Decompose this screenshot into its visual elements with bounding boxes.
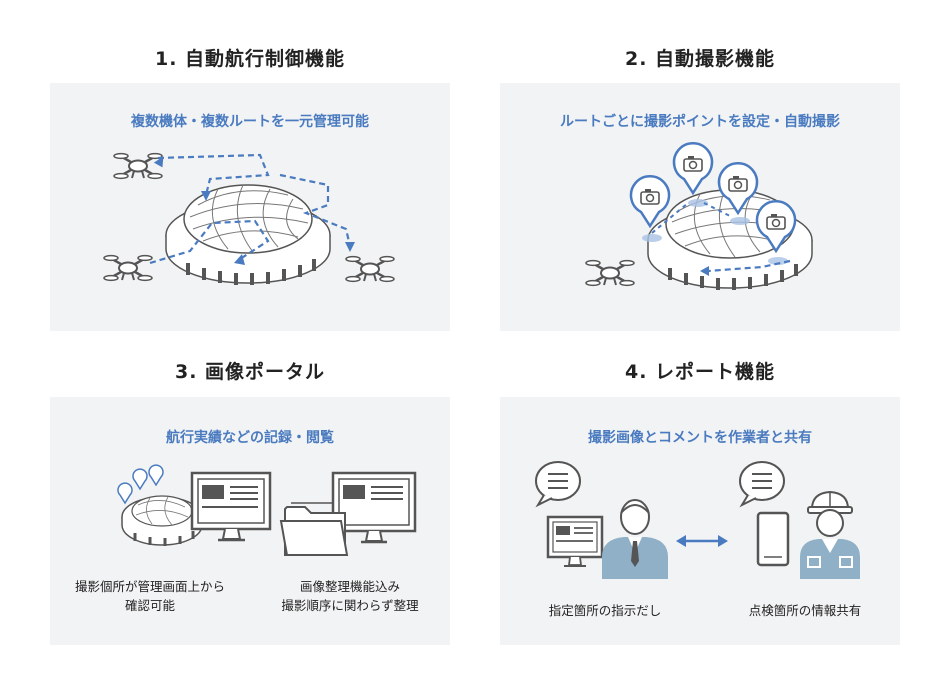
panel-3-subtitle: 航行実績などの記録・閲覧 [166, 430, 334, 446]
manager-person-icon [602, 499, 668, 579]
panel-4-caption-2-line-1: 点検箇所の情報共有 [748, 603, 862, 618]
panel-3-title: 3. 画像ポータル [174, 361, 326, 383]
panel-4-caption-2: 点検箇所の情報共有 [720, 601, 890, 620]
panel-4: 撮影画像とコメントを作業者と共有 [500, 397, 900, 645]
comment-bubble-right-icon [739, 461, 785, 508]
folder-monitor-illustration [279, 471, 417, 556]
panel-1-subtitle: 複数機体・複数ルートを一元管理可能 [131, 114, 369, 130]
panel-3-caption-1: 撮影個所が管理画面上から 確認可能 [50, 577, 250, 615]
panel-4-subtitle: 撮影画像とコメントを作業者と共有 [588, 430, 812, 446]
panel-3-caption-2-line-2: 撮影順序に関わらず整理 [281, 598, 419, 613]
smartphone-icon [756, 511, 790, 567]
worker-person-icon [800, 490, 860, 579]
panel-1-title: 1. 自動航行制御機能 [154, 48, 346, 70]
auto-shooting-illustration [584, 142, 814, 292]
multi-drone-route-illustration [102, 152, 396, 287]
panel-2: ルートごとに撮影ポイントを設定・自動撮影 [500, 83, 900, 331]
panel-4-caption-1: 指定箇所の指示だし [520, 601, 690, 620]
panel-4-title: 4. レポート機能 [624, 361, 776, 383]
panel-3-caption-1-line-2: 確認可能 [124, 598, 175, 613]
portal-map-illustration [117, 464, 272, 546]
comment-bubble-left-icon [535, 461, 581, 508]
panel-3: 航行実績などの記録・閲覧 撮影個所が管理画面上から 確認可能 [50, 397, 450, 645]
panel-1: 複数機体・複数ルートを一元管理可能 [50, 83, 450, 331]
panel-4-caption-1-line-1: 指定箇所の指示だし [548, 603, 662, 618]
report-sharing-illustration [535, 461, 860, 579]
panel-3-caption-2: 画像整理機能込み 撮影順序に関わらず整理 [250, 577, 450, 615]
panel-2-title: 2. 自動撮影機能 [624, 48, 776, 70]
panel-2-subtitle: ルートごとに撮影ポイントを設定・自動撮影 [560, 114, 840, 130]
panel-3-caption-1-line-1: 撮影個所が管理画面上から [74, 579, 225, 594]
panel-3-caption-2-line-1: 画像整理機能込み [299, 579, 400, 594]
